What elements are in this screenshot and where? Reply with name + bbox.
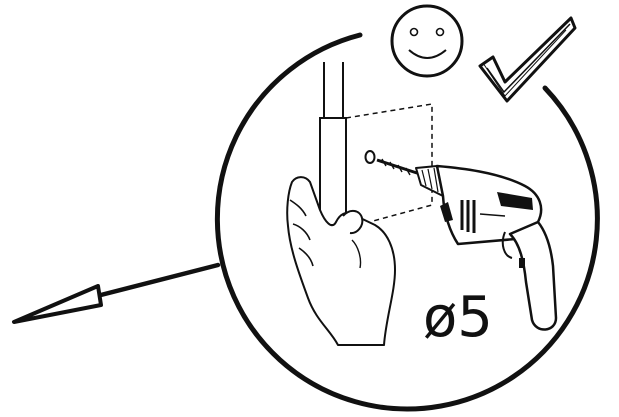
pointer-arrow (14, 265, 218, 322)
wall-panel (320, 62, 432, 225)
checkmark-icon (480, 18, 575, 101)
smiley-face-icon (392, 6, 462, 76)
drill-diameter-label: ø5 (423, 285, 493, 350)
detail-circle (217, 35, 597, 409)
